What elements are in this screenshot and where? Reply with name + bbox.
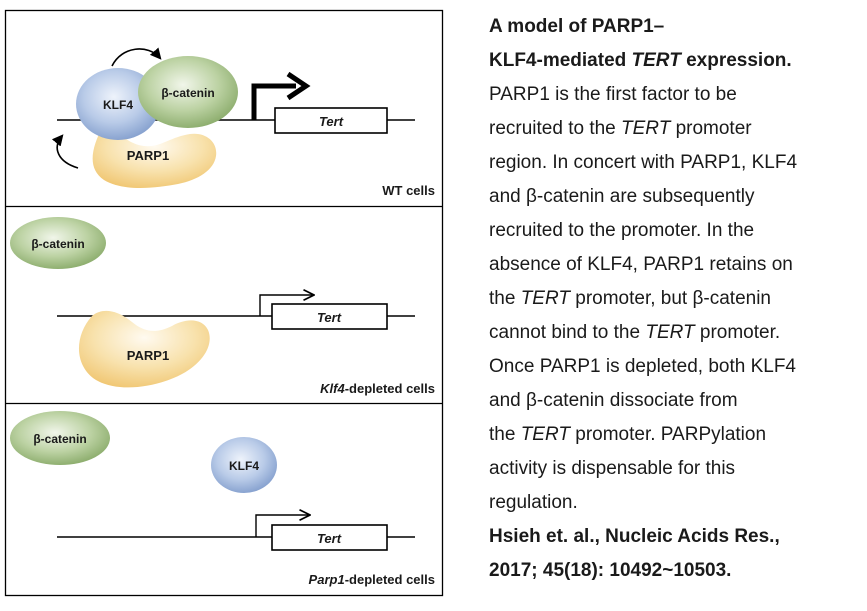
condition-rest: -depleted cells (345, 381, 435, 396)
description-line: recruited to the TERT promoter (489, 112, 861, 146)
description-title-line-1: A model of PARP1– (489, 16, 665, 37)
text-run: cannot bind to the (489, 322, 646, 343)
klf4-label: KLF4 (103, 98, 133, 112)
description-line: PARP1 is the first factor to be (489, 84, 737, 105)
condition-italic: Klf4 (320, 381, 345, 396)
tert-gene-box (271, 524, 388, 551)
description-line: absence of KLF4, PARP1 retains on (489, 254, 793, 275)
tert-gene-label: Tert (317, 531, 342, 546)
panel-klf4-depleted: β-catenin PARP1 Tert Klf4-depleted cells (10, 217, 435, 396)
text-run: KLF4-mediated (489, 50, 632, 71)
tert-gene-label: Tert (319, 114, 344, 129)
condition-label-wt: WT cells (382, 183, 435, 198)
curved-arrow-parp1-to-klf4 (51, 134, 79, 169)
text-run: promoter. PARPylation (569, 424, 767, 445)
klf4-label: KLF4 (229, 459, 259, 473)
text-run: promoter. (694, 322, 781, 343)
panel-wt-cells: PARP1 KLF4 β-catenin Tert WT cells (51, 47, 435, 198)
transcription-arrowhead (286, 71, 311, 101)
text-run-italic: TERT (520, 424, 570, 445)
condition-italic: Parp1 (309, 572, 345, 587)
description-line: and β-catenin are subsequently (489, 186, 755, 207)
text-run: expression. (680, 50, 792, 71)
text-run: promoter, but β-catenin (569, 288, 771, 309)
condition-label-klf4-depleted: Klf4-depleted cells (320, 381, 435, 396)
curved-arrow-klf4-to-beta-catenin (111, 47, 162, 67)
description-line: region. In concert with PARP1, KLF4 (489, 152, 798, 173)
text-run-italic: TERT (645, 322, 695, 343)
description-line: recruited to the promoter. In the (489, 220, 755, 241)
description-title-line-2: KLF4-mediated TERT expression. (489, 44, 861, 78)
text-run: recruited to the (489, 118, 622, 139)
citation-line-1: Hsieh et. al., Nucleic Acids Res., (489, 526, 780, 547)
klf4-shape (211, 437, 277, 493)
transcription-start-arrow (255, 515, 310, 537)
transcription-start-arrow (251, 83, 296, 120)
transcription-start-arrow (259, 295, 314, 316)
tert-gene-box (271, 303, 388, 330)
citation-line-2: 2017; 45(18): 10492~10503. (489, 560, 732, 581)
description-line: the TERT promoter. PARPylation (489, 418, 861, 452)
parp1-shape (78, 310, 210, 388)
description-line: cannot bind to the TERT promoter. (489, 316, 861, 350)
figure-description: A model of PARP1– KLF4-mediated TERT exp… (489, 10, 861, 588)
beta-catenin-label: β-catenin (31, 237, 84, 251)
description-line: and β-catenin dissociate from (489, 390, 738, 411)
parp1-label: PARP1 (127, 148, 169, 163)
description-line: regulation. (489, 492, 578, 513)
panel-parp1-depleted: β-catenin KLF4 Tert Parp1-depleted cells (10, 411, 435, 587)
text-run-italic: TERT (621, 118, 671, 139)
description-line: the TERT promoter, but β-catenin (489, 282, 861, 316)
beta-catenin-shape (10, 411, 110, 465)
tert-gene-box (274, 107, 388, 134)
tert-gene-label: Tert (317, 310, 342, 325)
text-run: the (489, 424, 521, 445)
beta-catenin-label: β-catenin (33, 432, 86, 446)
description-line: Once PARP1 is depleted, both KLF4 (489, 356, 796, 377)
text-run: promoter (670, 118, 752, 139)
condition-label-parp1-depleted: Parp1-depleted cells (309, 572, 435, 587)
text-run: the (489, 288, 521, 309)
description-line: activity is dispensable for this (489, 458, 736, 479)
text-run-italic: TERT (520, 288, 570, 309)
text-run-italic: TERT (631, 50, 681, 71)
condition-rest: -depleted cells (345, 572, 435, 587)
parp1-shape (92, 124, 217, 188)
beta-catenin-shape (10, 217, 106, 269)
parp1-label: PARP1 (127, 348, 169, 363)
beta-catenin-label: β-catenin (161, 86, 214, 100)
beta-catenin-shape (138, 56, 238, 128)
